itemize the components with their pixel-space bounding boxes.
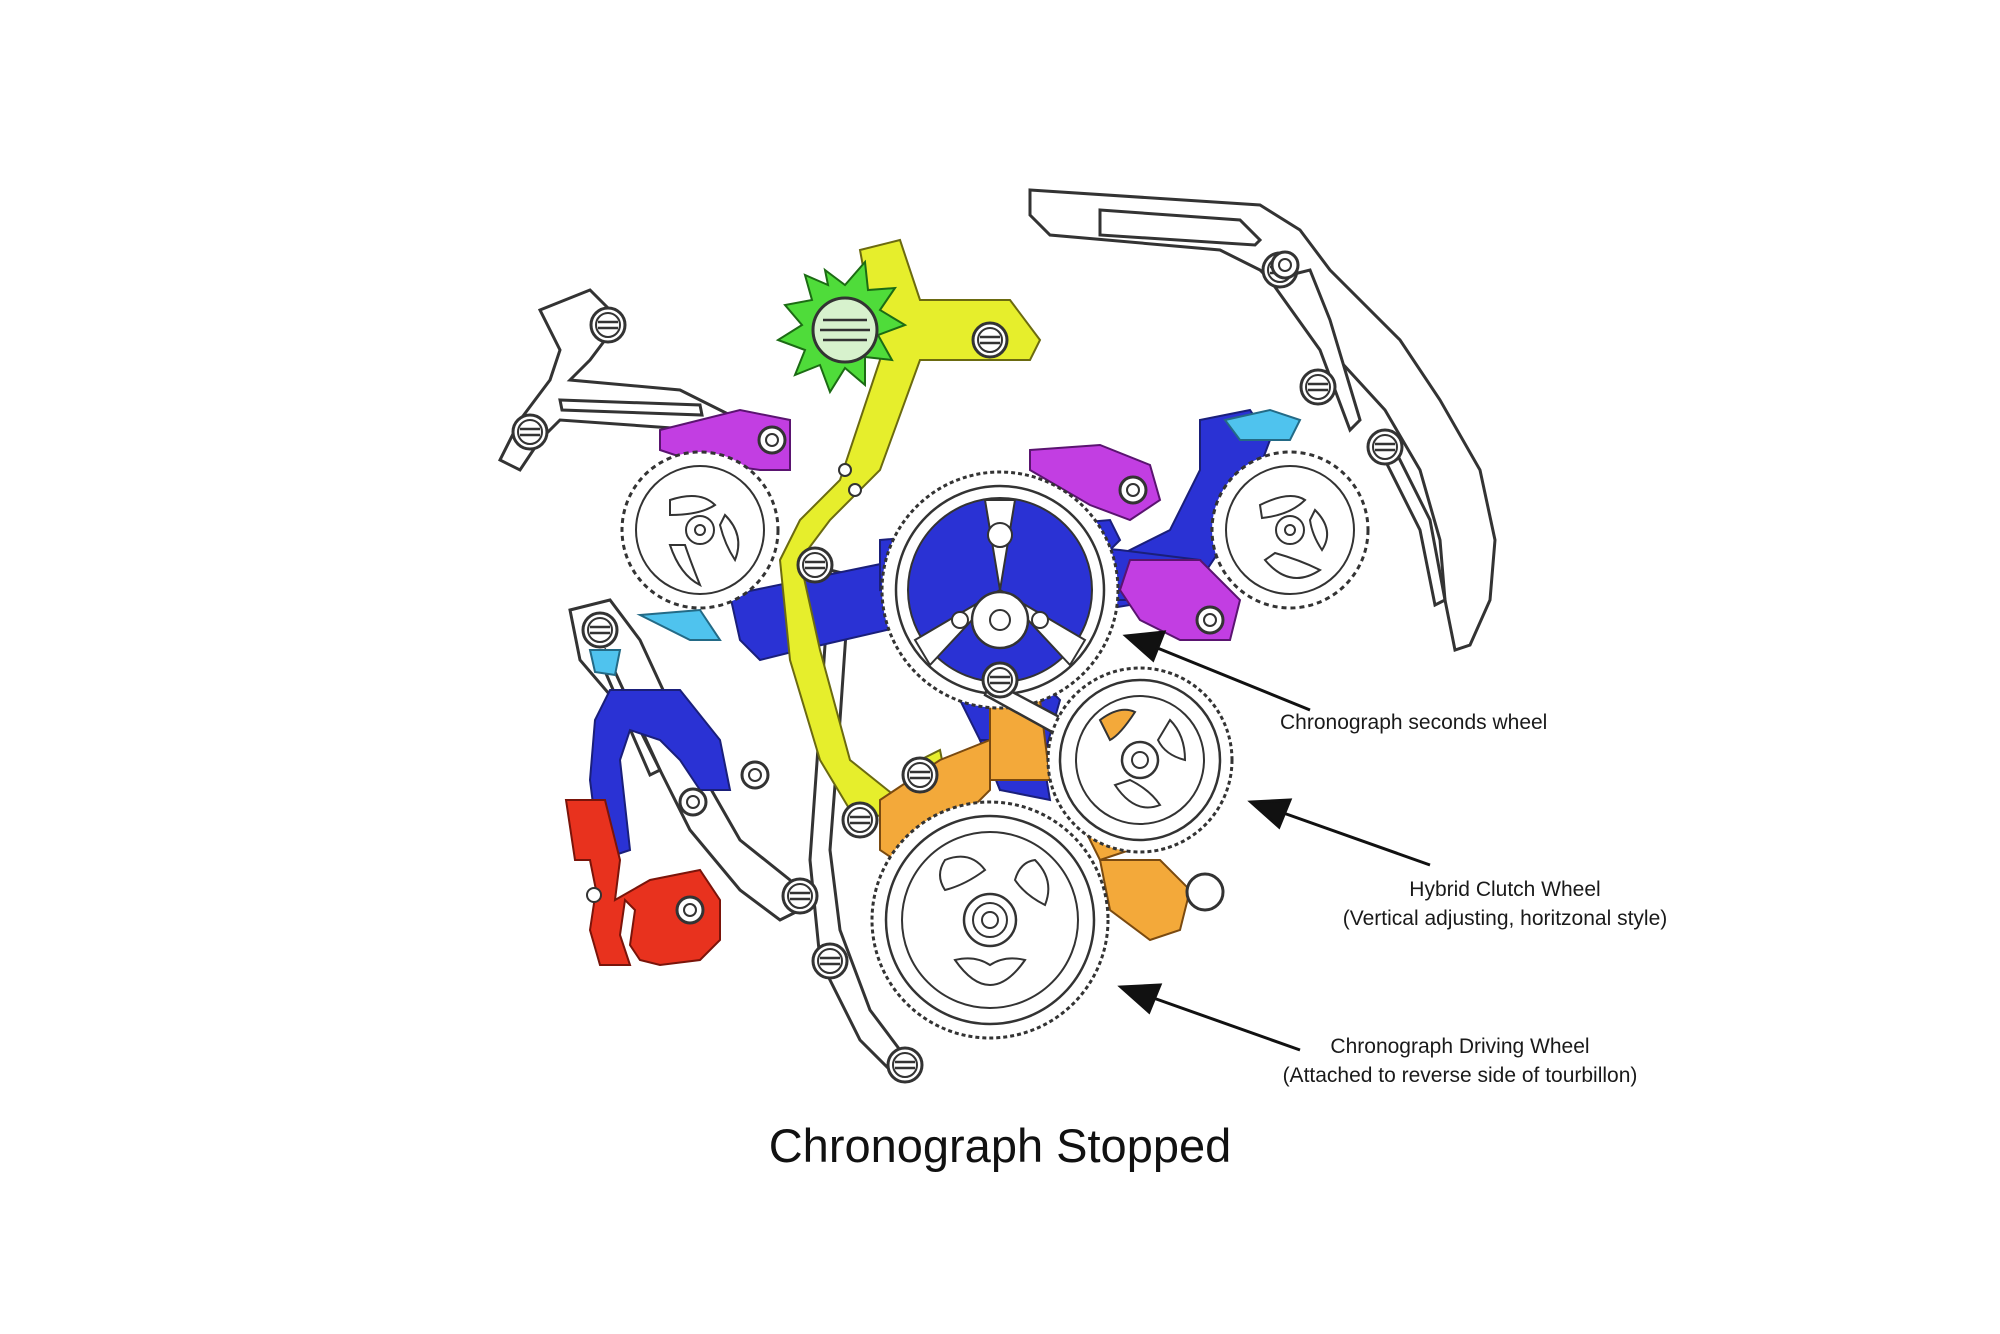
chronograph-driving-wheel-label-line1: Chronograph Driving Wheel xyxy=(1330,1035,1590,1058)
chronograph-driving-wheel-label-line2: (Attached to reverse side of tourbillon) xyxy=(1282,1064,1638,1087)
callout-arrows xyxy=(1117,630,1431,1052)
chronograph-seconds-wheel-label: Chronograph seconds wheel xyxy=(1280,708,1600,737)
right-star-wheel xyxy=(1210,450,1370,610)
green-column-wheel xyxy=(775,259,908,395)
chronograph-seconds-wheel xyxy=(880,470,1120,710)
right-upper-lever xyxy=(1028,188,1497,652)
chronograph-driving-wheel-label: Chronograph Driving Wheel (Attached to r… xyxy=(1200,1032,1720,1090)
hybrid-clutch-wheel xyxy=(1046,666,1234,854)
chronograph-driving-wheel xyxy=(870,800,1110,1040)
left-star-wheel xyxy=(620,450,780,610)
hybrid-clutch-wheel-label-line2: (Vertical adjusting, horitzonal style) xyxy=(1342,907,1668,930)
red-lever xyxy=(564,799,721,967)
orange-right-lug xyxy=(1185,872,1225,912)
chronograph-seconds-wheel-label-line1: Chronograph seconds wheel xyxy=(1280,711,1548,734)
right-vertical-lever xyxy=(1267,268,1362,433)
hybrid-clutch-wheel-label: Hybrid Clutch Wheel (Vertical adjusting,… xyxy=(1280,875,1730,933)
cyan-parts xyxy=(588,408,1302,677)
diagram-title: Chronograph Stopped xyxy=(768,1119,1232,1172)
pivots xyxy=(586,250,1300,925)
hybrid-clutch-wheel-label-line1: Hybrid Clutch Wheel xyxy=(1409,878,1601,901)
